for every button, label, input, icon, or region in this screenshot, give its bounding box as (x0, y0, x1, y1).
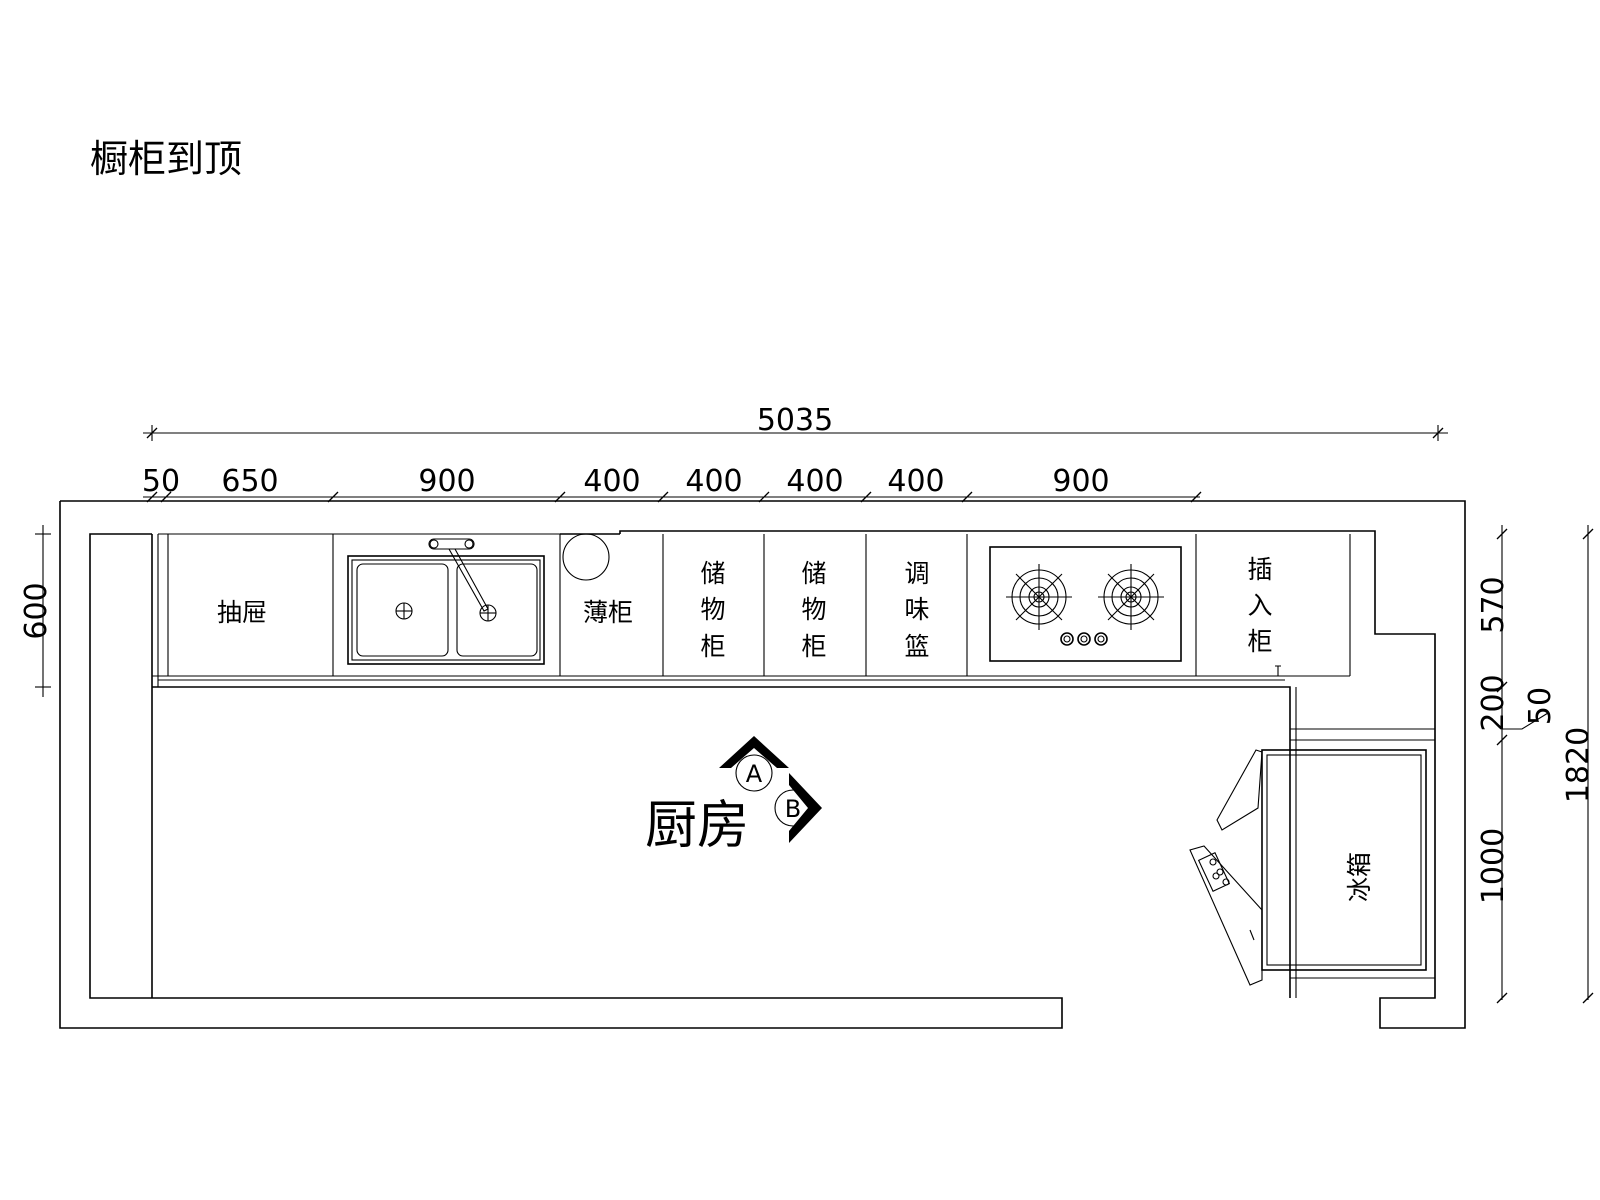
burner-right (1098, 564, 1164, 630)
label-fridge: 冰箱 (1345, 852, 1374, 902)
svg-text:400: 400 (786, 464, 843, 499)
burner-left (1006, 564, 1072, 630)
svg-text:50: 50 (1523, 687, 1558, 725)
fridge-door-open (1189, 749, 1263, 986)
label-storage-2: 储 物 柜 (801, 559, 826, 661)
svg-text:200: 200 (1476, 674, 1511, 731)
cabinet-dividers (167, 534, 1197, 676)
svg-text:柜: 柜 (1247, 627, 1272, 656)
svg-text:1820: 1820 (1561, 727, 1596, 803)
svg-text:650: 650 (221, 464, 278, 499)
svg-text:400: 400 (685, 464, 742, 499)
room-label: 厨房 (645, 796, 749, 856)
svg-text:味: 味 (904, 595, 929, 624)
svg-text:B: B (785, 795, 801, 823)
counter-front-edge (152, 686, 1291, 998)
insert-cabinet-pull (1275, 665, 1281, 676)
section-marker-a: A (719, 736, 789, 792)
svg-text:600: 600 (19, 582, 54, 639)
svg-text:5035: 5035 (757, 403, 833, 438)
svg-text:A: A (746, 760, 763, 788)
svg-text:400: 400 (887, 464, 944, 499)
outer-wall-bottom (59, 501, 1063, 1029)
label-thin-cabinet: 薄柜 (583, 598, 633, 627)
svg-text:400: 400 (583, 464, 640, 499)
round-fixture (562, 533, 610, 581)
gas-cooktop (989, 546, 1182, 662)
page-title: 橱柜到顶 (90, 137, 243, 181)
fridge (1261, 749, 1427, 971)
label-storage-1: 储 物 柜 (700, 559, 725, 661)
dim-left-depth: 600 (19, 525, 54, 697)
section-marker-b: B (774, 773, 822, 843)
svg-text:调: 调 (904, 559, 929, 588)
svg-text:柜: 柜 (801, 632, 826, 661)
svg-text:篮: 篮 (904, 632, 929, 661)
faucet-spout (448, 548, 489, 612)
svg-text:入: 入 (1247, 591, 1272, 620)
svg-text:900: 900 (1052, 464, 1109, 499)
svg-text:储: 储 (700, 559, 725, 588)
svg-text:插: 插 (1247, 555, 1272, 584)
svg-text:50: 50 (142, 464, 180, 499)
svg-text:柜: 柜 (700, 632, 725, 661)
dim-right-total: 1820 (1561, 525, 1596, 1004)
double-sink (347, 538, 545, 665)
label-insert-cabinet: 插 入 柜 (1247, 555, 1272, 656)
svg-text:1000: 1000 (1476, 828, 1511, 904)
svg-text:储: 储 (801, 559, 826, 588)
svg-text:物: 物 (801, 595, 826, 624)
svg-text:570: 570 (1476, 576, 1511, 633)
svg-text:物: 物 (700, 595, 725, 624)
dim-top-segments: 50 650 900 400 400 400 400 900 (142, 464, 1202, 503)
dim-overall-width: 5035 (143, 403, 1448, 441)
cooktop-knobs (1060, 632, 1108, 646)
svg-text:900: 900 (418, 464, 475, 499)
label-drawer: 抽屉 (217, 598, 267, 627)
dim-right-segments: 570 200 1000 50 (1476, 525, 1558, 1004)
label-spice-basket: 调 味 篮 (904, 559, 929, 661)
